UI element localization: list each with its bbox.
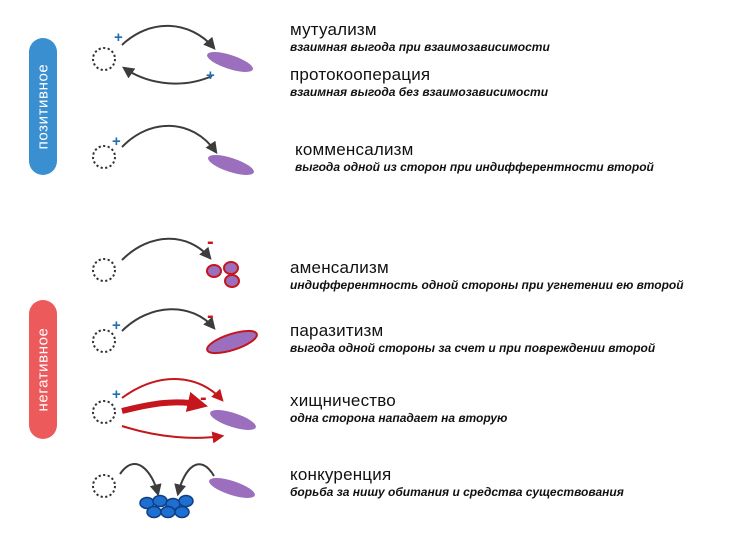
parasitism-interaction: + - <box>92 305 258 355</box>
partner-organism <box>208 155 254 175</box>
competitor-organism <box>209 478 255 498</box>
term-description: выгода одной стороны за счет и при повре… <box>290 341 656 355</box>
partner-organism <box>207 52 253 72</box>
positive-group-label: позитивное <box>29 38 57 175</box>
arrow-forward <box>121 24 216 50</box>
resource-cell <box>174 505 190 519</box>
plus-sign: + <box>206 67 215 84</box>
term-description: индифферентность одной стороны при угнет… <box>290 278 684 292</box>
term-amensalism: аменсализм индифферентность одной сторон… <box>290 258 684 292</box>
mutualism-interaction: + + <box>92 24 253 85</box>
term-predation: хищничество одна сторона нападает на вто… <box>290 391 507 425</box>
term-protocooperation: протокооперация взаимная выгода без взаи… <box>290 65 548 99</box>
term-description: взаимная выгода без взаимозависимости <box>290 85 549 99</box>
arrow-forward <box>121 308 216 332</box>
minus-sign: - <box>207 305 214 327</box>
plus-sign: + <box>112 133 121 150</box>
host-organism <box>92 329 116 353</box>
amensalism-interaction: - <box>92 231 240 288</box>
host-organism <box>92 258 116 282</box>
positive-group-text: позитивное <box>34 63 52 150</box>
prey-organism <box>210 410 256 430</box>
term-name: хищничество <box>290 391 396 410</box>
term-commensalism: комменсализм выгода одной из сторон при … <box>295 140 654 174</box>
damaged-cell <box>224 274 240 288</box>
resource-cell <box>178 494 194 508</box>
host-organism <box>92 474 116 498</box>
arrow-bottom <box>121 425 225 444</box>
arrow-forward <box>121 237 212 261</box>
minus-sign: - <box>207 231 214 253</box>
resource-cell <box>146 505 162 519</box>
term-name: комменсализм <box>295 140 414 159</box>
minus-sign: - <box>200 387 207 409</box>
arrow-forward <box>121 124 218 154</box>
term-name: паразитизм <box>290 321 384 340</box>
predation-interaction: + - <box>92 378 256 444</box>
damaged-cell <box>223 261 239 275</box>
plus-sign: + <box>112 386 121 403</box>
term-parasitism: паразитизм выгода одной стороны за счет … <box>290 321 655 355</box>
plus-sign: + <box>112 317 121 334</box>
term-description: борьба за нишу обитания и средства сущес… <box>290 485 624 499</box>
term-mutualism: мутуализм взаимная выгода при взаимозави… <box>290 20 550 54</box>
arrow-back <box>122 66 213 85</box>
term-name: аменсализм <box>290 258 389 277</box>
term-description: одна сторона нападает на вторую <box>290 411 508 425</box>
damaged-cell <box>206 264 222 278</box>
resource-cell <box>160 505 176 519</box>
negative-group-label: негативное <box>29 300 57 439</box>
term-name: конкуренция <box>290 465 392 484</box>
arrow-right <box>174 463 215 497</box>
term-competition: конкуренция борьба за нишу обитания и ср… <box>290 465 624 499</box>
arrow-middle <box>121 391 208 414</box>
term-description: выгода одной из сторон при индифферентно… <box>295 160 654 174</box>
host-organism <box>92 145 116 169</box>
term-name: протокооперация <box>290 65 431 84</box>
term-name: мутуализм <box>290 20 377 39</box>
negative-group-text: негативное <box>34 327 52 412</box>
damaged-organism <box>206 329 258 355</box>
arrow-left <box>119 463 162 497</box>
resource-cluster <box>139 494 194 519</box>
commensalism-interaction: + <box>92 124 254 175</box>
resource-cell <box>152 494 168 508</box>
host-organism <box>92 47 116 71</box>
arrow-top <box>121 378 224 402</box>
term-description: взаимная выгода при взаимозависимости <box>290 40 550 54</box>
plus-sign: + <box>114 29 123 46</box>
competition-interaction <box>92 463 255 519</box>
host-organism <box>92 400 116 424</box>
